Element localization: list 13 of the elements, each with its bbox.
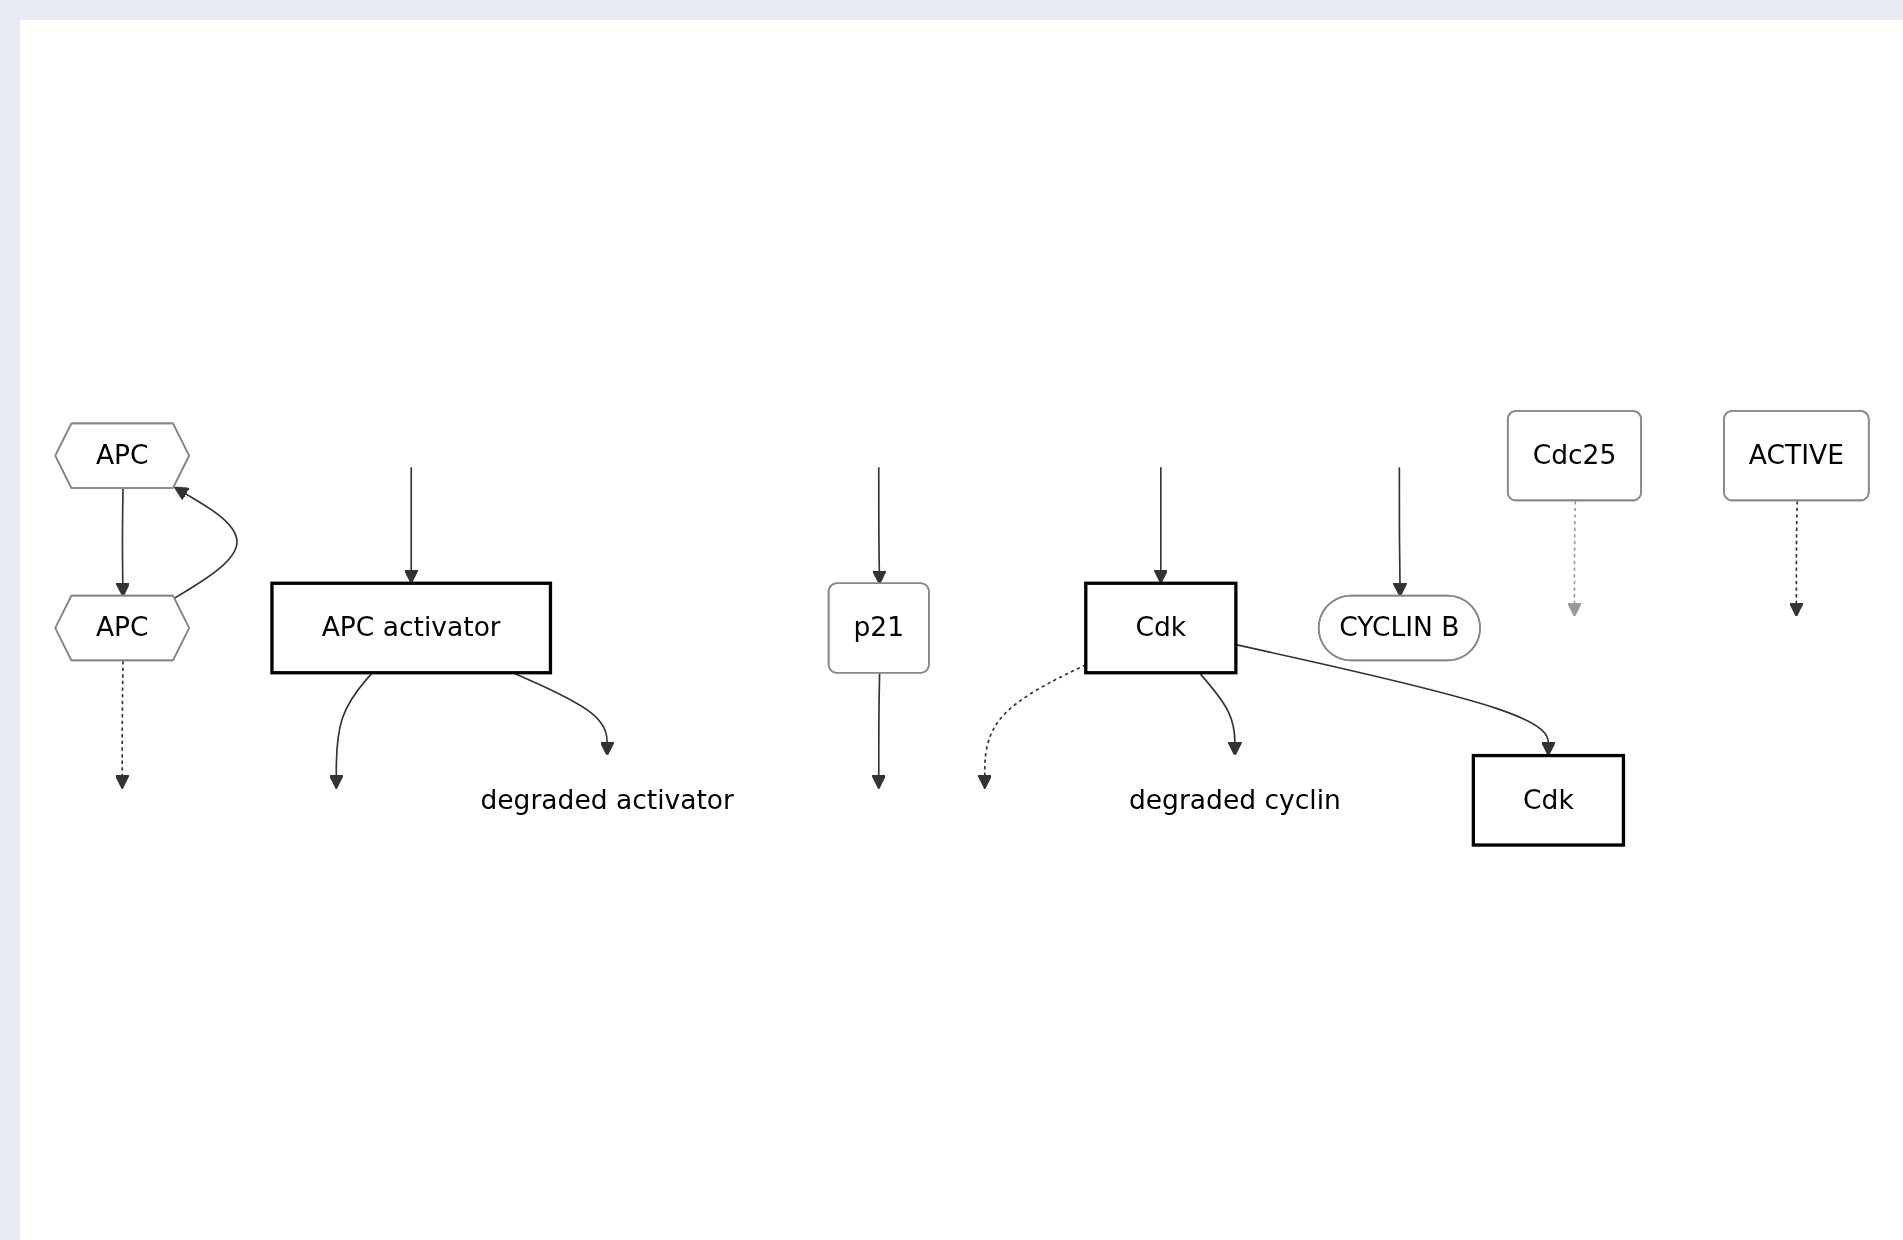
arrow bbox=[403, 466, 418, 584]
node-text: degraded activator bbox=[479, 783, 734, 816]
arrow bbox=[870, 672, 886, 790]
arrow bbox=[871, 466, 887, 585]
arrow bbox=[173, 486, 238, 599]
node-box: Cdk bbox=[1083, 581, 1238, 675]
arrow bbox=[1788, 500, 1804, 618]
node-box: Cdk bbox=[1471, 753, 1625, 847]
node-text: degraded cyclin bbox=[1128, 783, 1341, 816]
arrow bbox=[114, 660, 129, 790]
arrow bbox=[1566, 500, 1582, 618]
node-box: APC activator bbox=[269, 581, 552, 675]
arrow bbox=[1153, 466, 1168, 584]
